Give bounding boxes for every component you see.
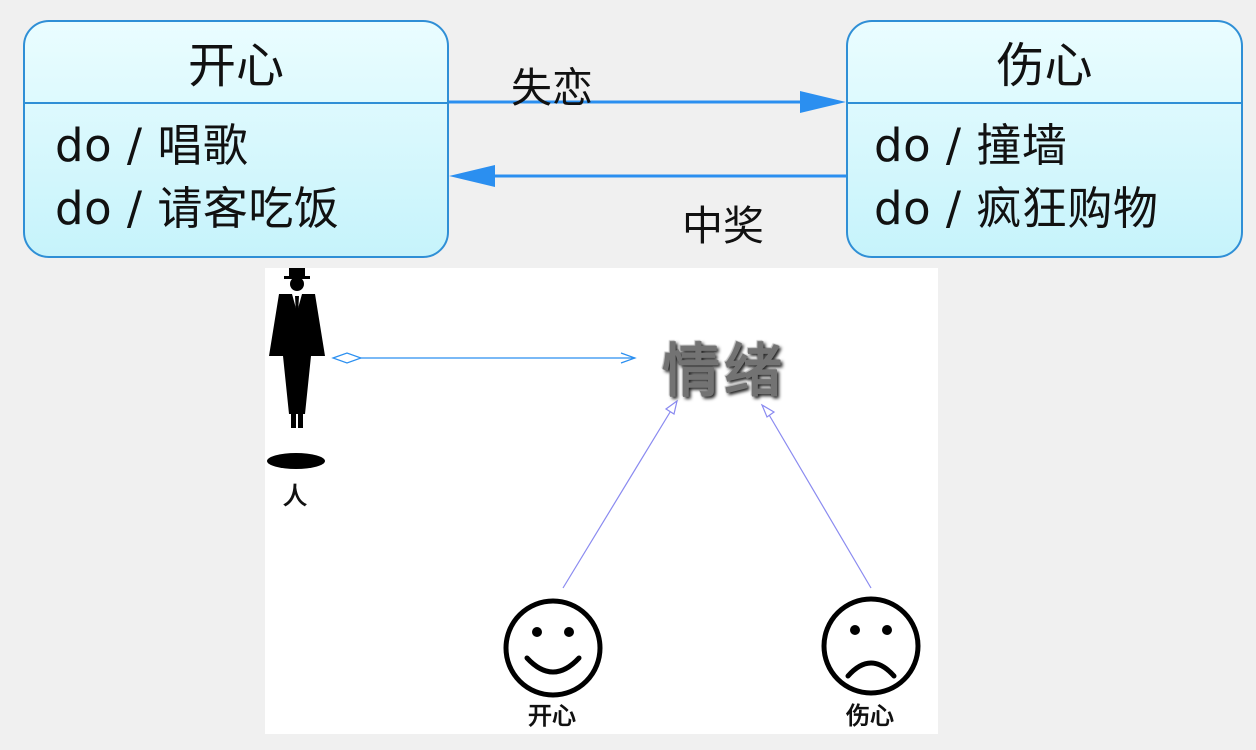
state-happy: 开心 do / 唱歌 do / 请客吃饭 xyxy=(23,20,449,258)
state-sad-title: 伤心 xyxy=(848,22,1241,104)
activity-crazy-shopping: do / 疯狂购物 xyxy=(874,182,1159,235)
class-diagram-drawing xyxy=(267,268,921,698)
sad-label: 伤心 xyxy=(846,702,894,730)
transition-arrows xyxy=(449,91,846,187)
state-happy-activities: do / 唱歌 do / 请客吃饭 xyxy=(25,104,447,240)
state-happy-title: 开心 xyxy=(25,22,447,104)
person-icon xyxy=(267,268,325,469)
state-sad: 伤心 do / 撞墙 do / 疯狂购物 xyxy=(846,20,1243,258)
aggregation-association xyxy=(331,352,637,364)
class-diagram-panel: 情绪 人 开心 伤心 xyxy=(265,268,938,734)
emotion-class-label: 情绪 xyxy=(662,337,787,405)
activity-sing: do / 唱歌 xyxy=(55,119,249,172)
transition-sad-to-happy-arrowhead xyxy=(449,165,495,187)
activity-treat-meal: do / 请客吃饭 xyxy=(55,182,340,235)
inheritance-sad xyxy=(760,403,872,589)
happy-face-icon xyxy=(503,598,603,698)
transition-label-lottery: 中奖 xyxy=(682,202,764,250)
state-sad-activities: do / 撞墙 do / 疯狂购物 xyxy=(848,104,1241,240)
happy-label: 开心 xyxy=(528,702,576,730)
activity-hit-wall: do / 撞墙 xyxy=(874,119,1068,172)
person-label: 人 xyxy=(283,482,307,510)
transition-happy-to-sad-arrowhead xyxy=(800,91,846,113)
inheritance-happy xyxy=(562,399,678,589)
transition-label-breakup: 失恋 xyxy=(511,64,593,112)
sad-face-icon xyxy=(821,596,921,696)
